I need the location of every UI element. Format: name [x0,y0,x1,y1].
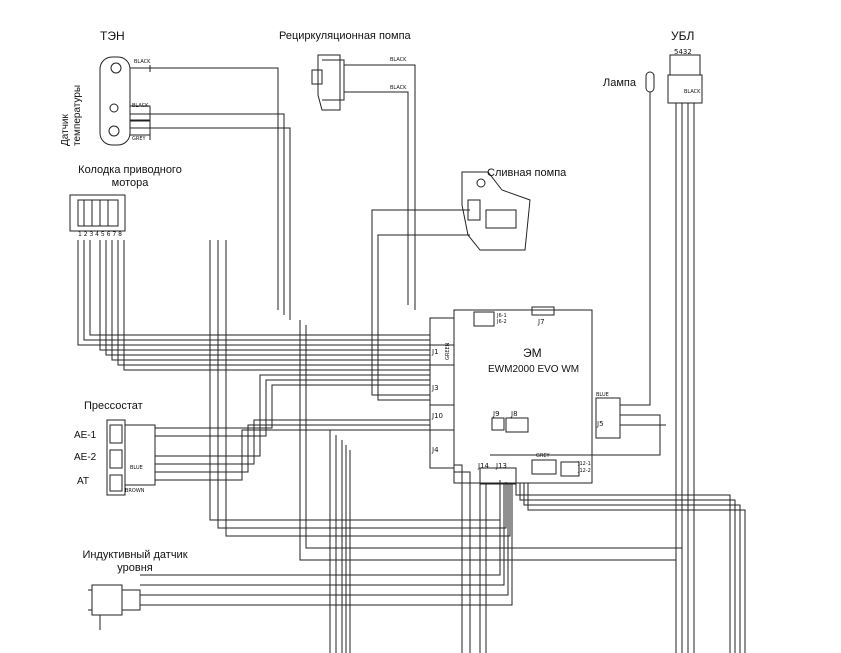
conn-j14: J14 [478,462,489,470]
wire-tag-black-3: BLACK [390,57,407,63]
conn-j4: J4 [432,446,439,454]
recirc-pump-label: Рециркуляционная помпа [279,30,411,42]
lamp-icon [645,71,655,93]
ae1-label: AE-1 [74,430,97,441]
temp-sensor-label: Датчик температуры [60,84,83,146]
conn-j7: J7 [538,318,545,326]
wire-tag-blue-1: BLUE [596,392,609,398]
door-lock-icon [667,54,703,653]
conn-j5: J5 [597,420,604,428]
wire-tag-brown: BROWN [125,488,145,494]
heater-block [99,56,131,146]
motor-connector-icon [69,194,126,232]
conn-j6-2: J6-2 [497,319,507,325]
pressostat-label: Прессостат [84,400,143,412]
wire-tag-black-1: BLACK [134,59,151,65]
drain-pump-label: Сливная помпа [487,167,567,179]
drive-motor-label: Колодка приводного мотора [78,164,182,189]
wire-tag-black-4: BLACK [390,85,407,91]
wire-tag-grey: GREY [132,136,146,142]
level-sensor-icon [88,584,141,630]
conn-j1: J1 [432,348,439,356]
conn-j6-1: J6-1 [497,313,507,319]
wire-tag-black-5: BLACK [684,89,701,95]
ubl-label: УБЛ [671,29,695,43]
wire-tag-green: GREEN [445,342,451,360]
drain-pump-icon [461,171,531,251]
conn-j12-1: J12-1 [578,461,591,467]
conn-j9: J9 [493,410,500,418]
ubl-pins: 5432 [674,48,692,56]
at-label: AT [77,476,90,487]
conn-j12-2: J12-2 [578,468,591,474]
wire-tag-blue-2: BLUE [130,465,143,471]
lamp-label: Лампа [603,77,636,89]
wire-tag-grey-2: GREY [536,453,550,459]
conn-j8: J8 [511,410,518,418]
em-label: ЭМ [523,346,542,360]
conn-j13: J13 [496,462,507,470]
conn-j10: J10 [432,412,443,420]
heater-label: ТЭН [100,29,125,43]
motor-pin-numbers: 1 2 3 4 5 6 7 8 [78,231,122,238]
wire-tag-black-2: BLACK [132,103,149,109]
control-board [453,309,593,484]
level-sensor-label: Индуктивный датчик уровня [82,549,188,574]
board-model-label: EWM2000 EVO WM [488,364,580,375]
recirc-pump-icon [311,54,388,111]
ae2-label: AE-2 [74,452,97,463]
pressostat-icon [106,419,156,496]
conn-j3: J3 [432,384,439,392]
